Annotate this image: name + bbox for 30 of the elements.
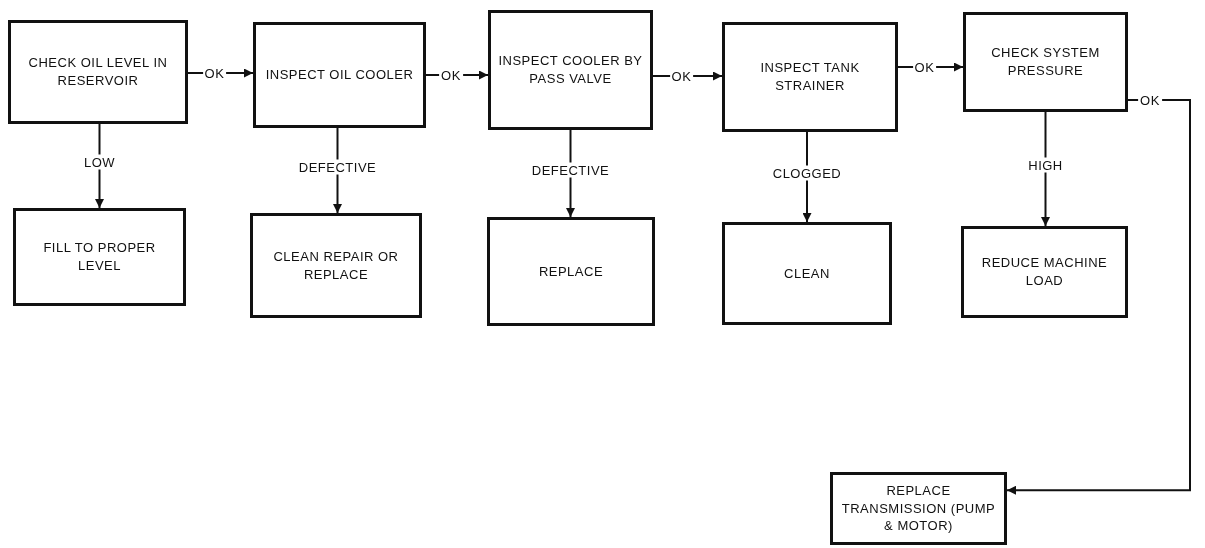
process-box: [963, 12, 1128, 112]
process-box: [961, 226, 1128, 318]
arrow: [187, 68, 254, 78]
process-box: [487, 217, 655, 326]
edge-label: HIGH: [1026, 157, 1065, 173]
process-box: [250, 213, 422, 318]
process-box: [722, 22, 898, 132]
box-text: CLEAN REPAIR OR REPLACE: [272, 247, 400, 284]
process-box: [830, 472, 1007, 545]
box-text: FILL TO PROPER LEVEL: [42, 239, 157, 275]
process-box: [8, 20, 188, 124]
process-box: [722, 222, 892, 325]
arrow: [1006, 99, 1191, 495]
arrow: [1041, 111, 1050, 227]
edge-label: DEFECTIVE: [529, 162, 612, 177]
box-text: CLEAN: [784, 264, 830, 283]
box-text: CHECK SYSTEM PRESSURE: [990, 44, 1101, 80]
box-text: INSPECT COOLER BY PASS VALVE: [497, 52, 644, 88]
box-text: CHECK OIL LEVEL IN RESERVOIR: [27, 54, 169, 90]
box-text: REPLACE: [538, 262, 604, 281]
box-text: REPLACE TRANSMISSION (PUMP & MOTOR): [840, 482, 997, 535]
arrow: [566, 129, 575, 218]
process-box: [488, 10, 653, 130]
box-text: INSPECT TANK STRAINER: [759, 59, 861, 95]
process-box: [13, 208, 186, 306]
arrow: [897, 62, 964, 72]
edge-label: DEFECTIVE: [296, 159, 379, 174]
box-text: INSPECT OIL COOLER: [265, 66, 414, 84]
box-text: REDUCE MACHINE LOAD: [980, 254, 1109, 290]
process-box: [253, 22, 426, 128]
